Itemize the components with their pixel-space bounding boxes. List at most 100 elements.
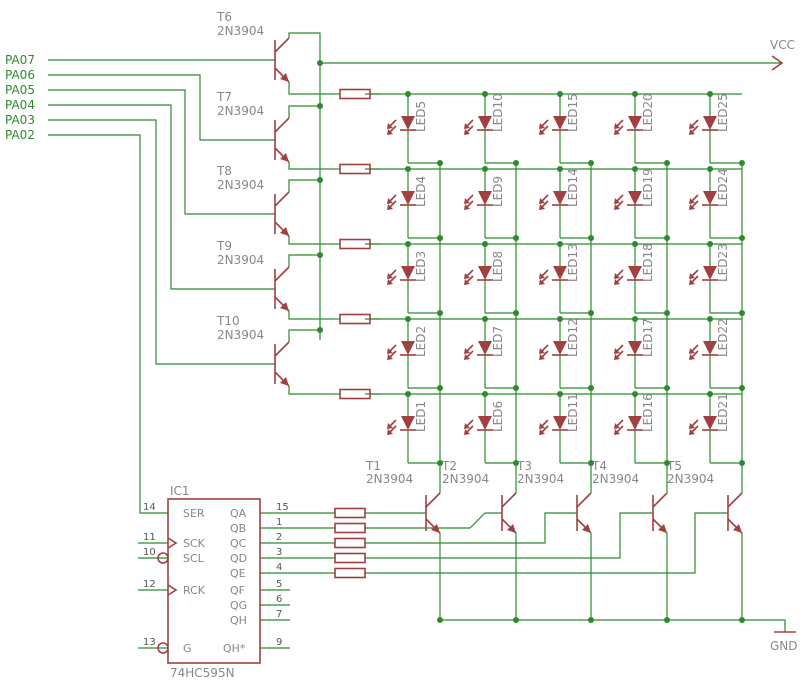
row-transistor-type: 2N3904 [217,253,264,267]
junction-dot [707,241,713,247]
col-transistor-collector [727,492,743,508]
scl-bubble [157,552,169,564]
row-transistor-t7-emitter-arrow [280,153,289,162]
led-led12-ray1-head [539,348,545,354]
led-led2-ray1-head [387,348,393,354]
junction-dot [317,252,323,258]
junction-dot [632,316,638,322]
wire [288,254,320,267]
led-led16-ray1-head [614,423,620,429]
gnd-bus [440,619,786,632]
col-transistor-arrow [733,524,742,533]
led-led5-ray2-head [387,129,393,135]
led-led19-ray2-head [614,204,620,210]
led-label: LED20 [641,93,655,132]
junction-dot [557,316,563,322]
ic-pin-number: 4 [276,562,282,573]
led-led25-triangle [703,116,717,130]
input-label-pa04: PA04 [5,98,35,112]
wire [288,236,330,245]
ic-pin-label-scl: SCL [183,552,205,565]
led-led11-ray2-head [539,429,545,435]
led-led20-ray1-head [614,123,620,129]
ic-pin-label-qd: QD [230,552,247,565]
row-transistor-name: T8 [216,164,232,178]
ic-pin-label-qg: QG [230,599,247,612]
input-label-pa03: PA03 [5,113,35,127]
led-led5-triangle [401,116,415,130]
ic-pin-number: 15 [276,502,289,513]
pa-wire-3 [48,104,275,290]
led-label: LED22 [716,318,730,357]
led-led8-triangle [478,266,492,280]
led-led21-triangle [703,416,717,430]
led-led21-ray1-head [689,423,695,429]
ic-pin-label-rck: RCK [183,584,206,597]
col-transistor-arrow [431,524,440,533]
rck-clock-mark [167,584,178,596]
row-transistor-name: T6 [216,10,232,24]
ic-pin-number: 14 [143,502,156,513]
junction-dot [513,460,519,466]
led-led1-triangle [401,416,415,430]
junction-dot [664,460,670,466]
col-transistor-collector [501,492,517,508]
junction-dot [739,385,745,391]
led-label: LED23 [716,243,730,282]
junction-dot [588,235,594,241]
row-transistor-name: T9 [216,239,232,253]
junction-dot [739,310,745,316]
led-led6-ray2-head [464,429,470,435]
junction-dot [707,91,713,97]
junction-dot [707,316,713,322]
col-transistor-name: T4 [591,459,607,473]
row-resistor-4 [339,313,371,325]
junction-dot [557,391,563,397]
led-led5-ray1-head [387,123,393,129]
led-led9-triangle [478,191,492,205]
led-led10-ray2-head [464,129,470,135]
led-led8-ray1-head [464,273,470,279]
row-transistor-t10-emitter-arrow [280,377,289,386]
junction-dot [664,160,670,166]
row-resistor-1 [339,88,371,100]
junction-dot [739,160,745,166]
led-label: LED12 [566,318,580,357]
ic-pin-number: 11 [143,532,156,543]
junction-dot [588,160,594,166]
junction-dot [664,617,670,623]
col-transistor-arrow [658,524,667,533]
pa02-wire [48,134,168,514]
led-led21-ray2-head [689,429,695,435]
col-transistor-name: T2 [441,459,457,473]
led-label: LED16 [641,393,655,432]
junction-dot [513,160,519,166]
led-led11-triangle [553,416,567,430]
led-label: LED24 [716,168,730,207]
led-led25-ray1-head [689,123,695,129]
junction-dot [739,235,745,241]
led-led23-ray2-head [689,279,695,285]
qd-to-t4 [365,512,653,559]
led-led19-triangle [628,191,642,205]
led-led2-ray2-head [387,354,393,360]
led-label: LED5 [414,101,428,132]
ic-pin-label-qh: QH [230,614,247,627]
led-led19-ray1-head [614,198,620,204]
input-label-pa02: PA02 [5,128,35,142]
row-transistor-t8-collector [274,191,290,207]
junction-dot [482,241,488,247]
led-led10-ray1-head [464,123,470,129]
led-led3-triangle [401,266,415,280]
wire [288,162,330,170]
led-led8-ray2-head [464,279,470,285]
input-label-pa05: PA05 [5,83,35,97]
col-transistor-type: 2N3904 [442,472,489,486]
junction-dot [739,460,745,466]
junction-dot [632,391,638,397]
col-transistor-type: 2N3904 [667,472,714,486]
qb-to-t2 [365,512,502,529]
row-resistor-5 [339,388,371,400]
led-led14-ray1-head [539,198,545,204]
col-transistor-arrow [507,524,516,533]
